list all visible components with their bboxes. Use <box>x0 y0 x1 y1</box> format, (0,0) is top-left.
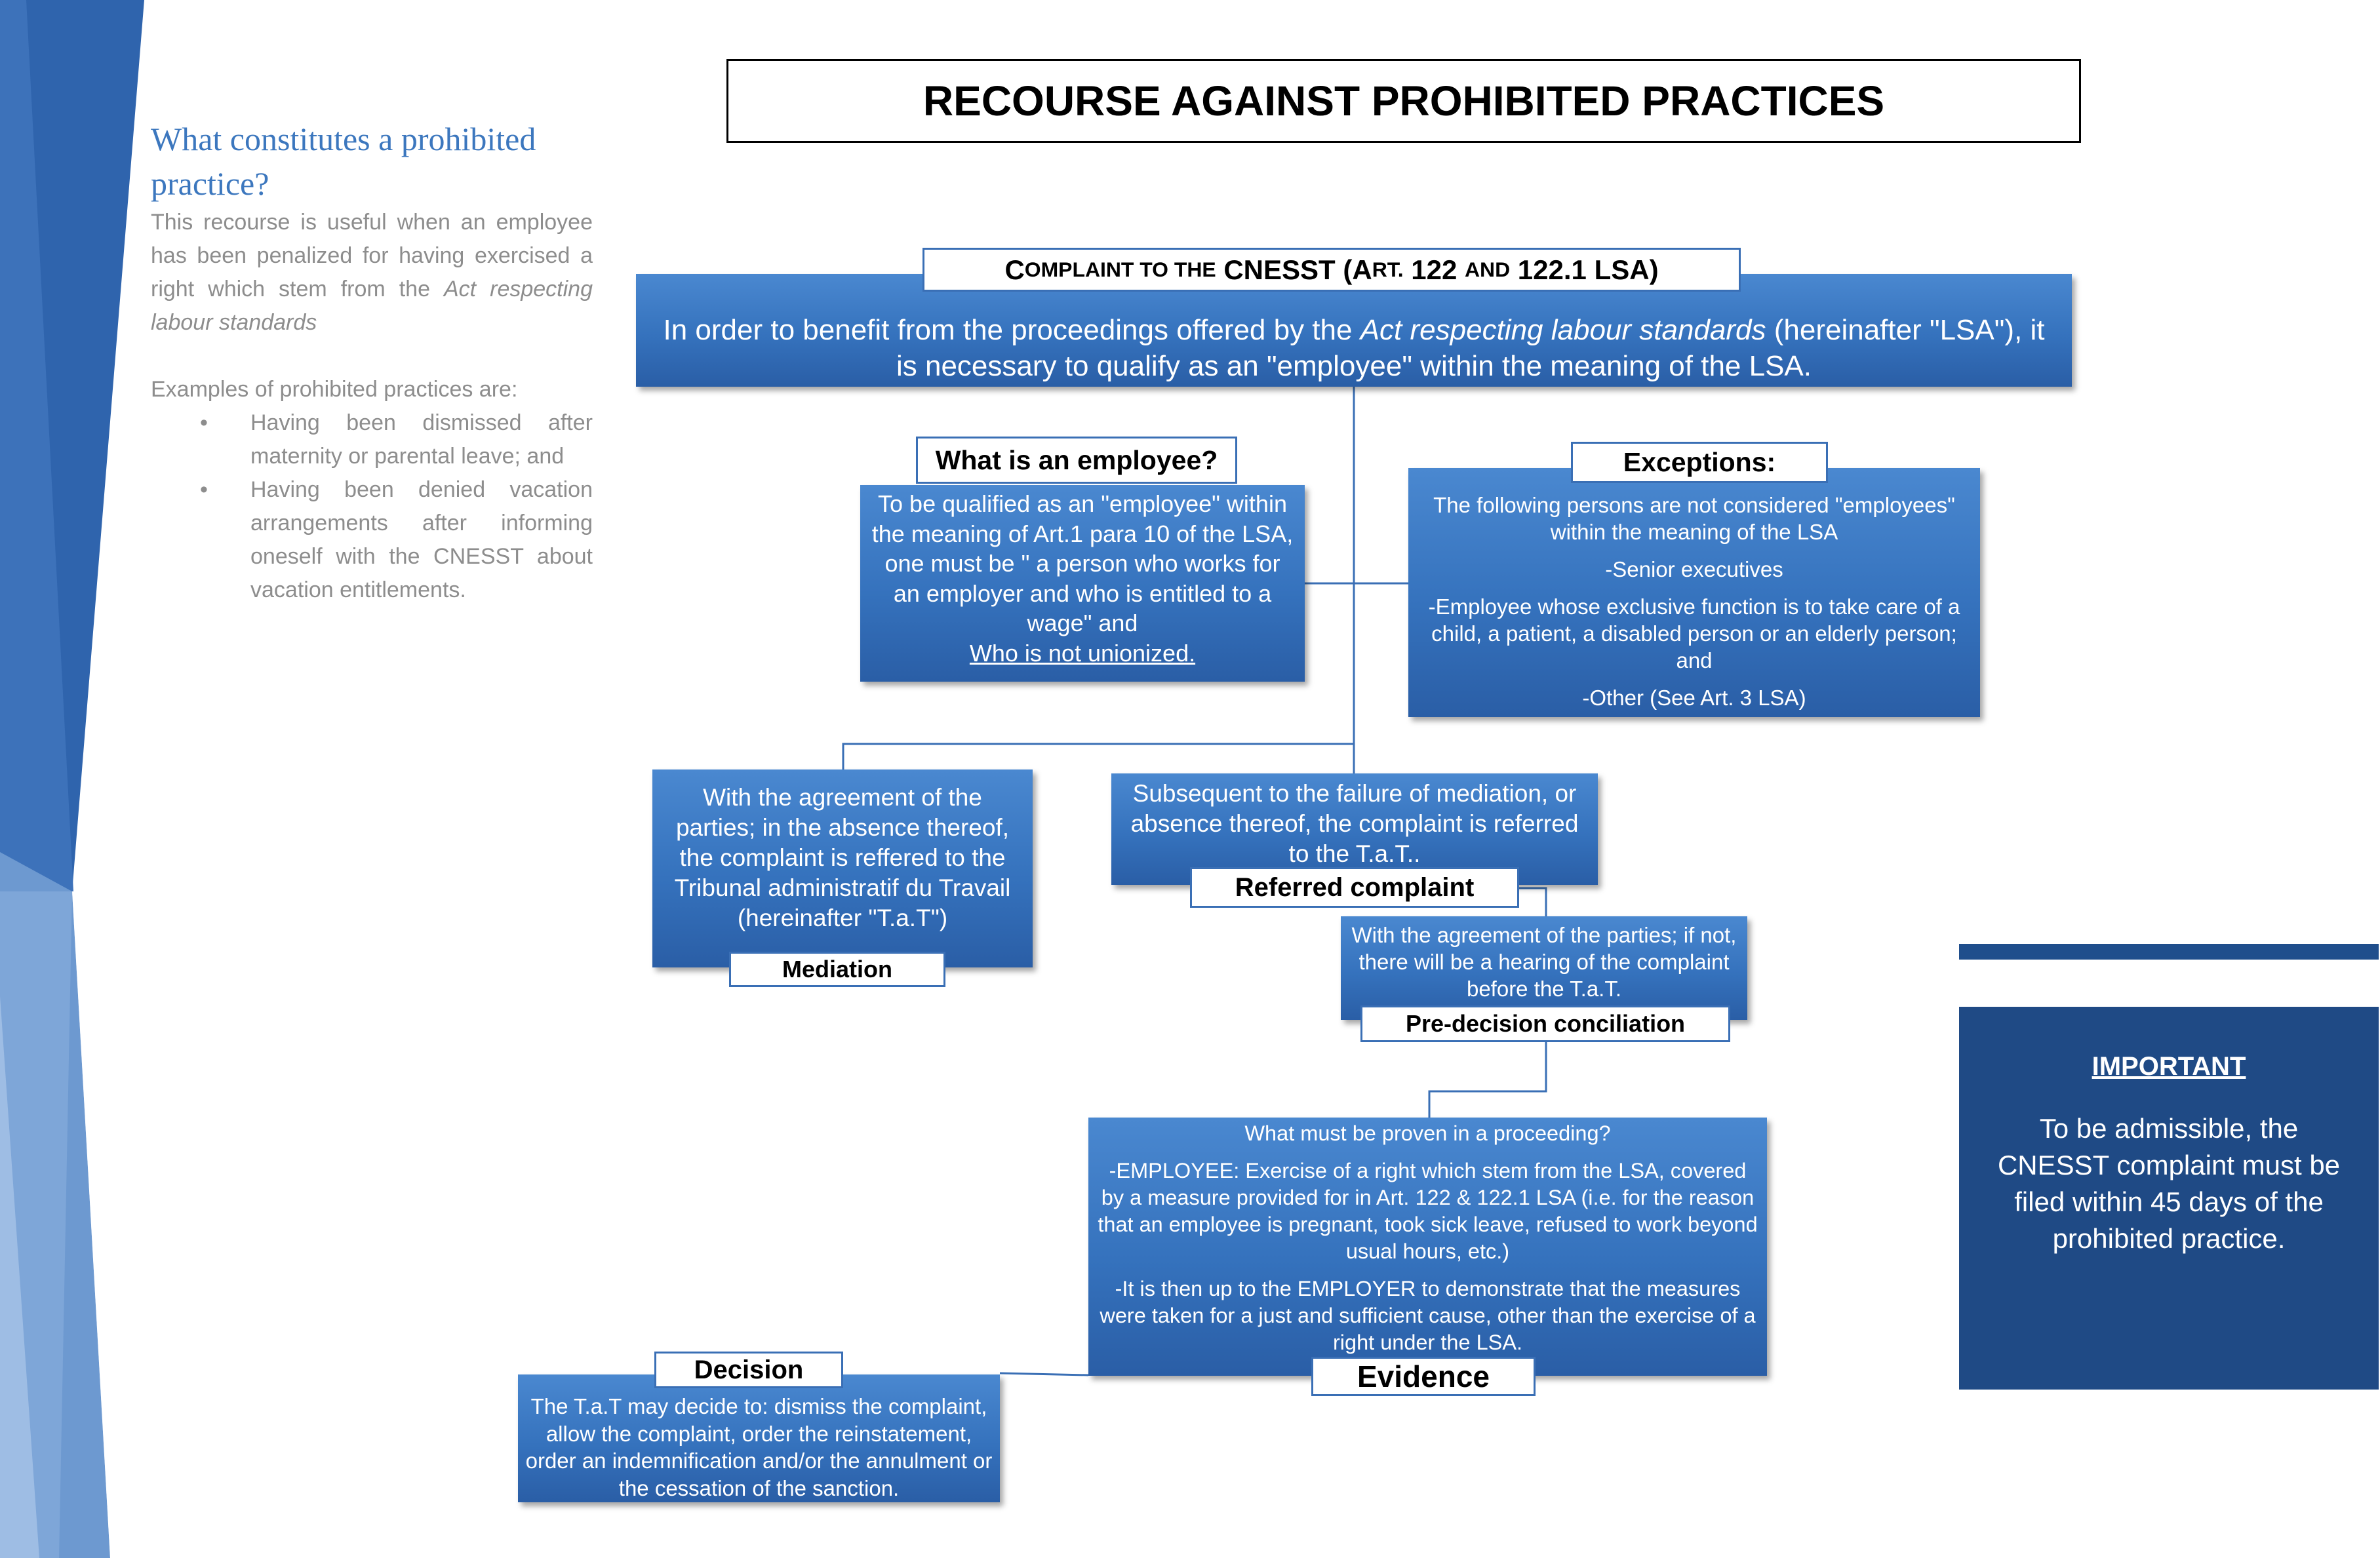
employee-underlined: Who is not unionized. <box>969 639 1196 667</box>
exceptions-box: The following persons are not considered… <box>1408 468 1980 717</box>
mediation-text: With the agreement of the parties; in th… <box>674 784 1011 931</box>
exceptions-p1: The following persons are not considered… <box>1433 493 1955 544</box>
sidebar: What constitutes a prohibited practice? … <box>151 117 593 607</box>
bullet-icon: • <box>200 477 208 502</box>
complaint-label-small2: RT. <box>1372 258 1404 281</box>
important-box: IMPORTANT To be admissible, the CNESST c… <box>1959 1007 2379 1390</box>
employee-text: To be qualified as an "employee" within … <box>871 490 1294 636</box>
predecision-text: With the agreement of the parties; if no… <box>1351 923 1737 1001</box>
sidebar-heading: What constitutes a prohibited practice? <box>151 121 536 202</box>
complaint-label-small3: AND <box>1464 258 1511 281</box>
decision-text: The T.a.T may decide to: dismiss the com… <box>525 1394 993 1500</box>
complaint-label-cnesst: CNESST (A <box>1223 254 1372 285</box>
important-text: To be admissible, the CNESST complaint m… <box>1997 1113 2341 1254</box>
sidebar-examples-title: Examples of prohibited practices are: <box>151 377 518 402</box>
important-heading: IMPORTANT <box>2092 1052 2246 1081</box>
exceptions-p2: -Senior executives <box>1605 557 1783 581</box>
evidence-label: Evidence <box>1311 1357 1536 1396</box>
referred-label: Referred complaint <box>1190 867 1519 908</box>
list-item: • Having been denied vacation arrangement… <box>151 473 593 607</box>
complaint-text-after: (hereinafter "LSA"), it is necessary to … <box>896 314 2045 382</box>
list-item-text: Having been denied vacation arrangements… <box>250 477 593 602</box>
employee-box: To be qualified as an "employee" within … <box>860 485 1305 682</box>
complaint-label-small1: OMPLAINT TO THE <box>1024 258 1216 281</box>
evidence-box: What must be proven in a proceeding? -EM… <box>1088 1118 1767 1376</box>
list-item-text: Having been dismissed after maternity or… <box>250 410 593 469</box>
sidebar-intro-act: Act respecting labour standards <box>151 277 593 335</box>
predecision-box: With the agreement of the parties; if no… <box>1341 916 1747 1020</box>
complaint-label-122: 122 <box>1411 254 1458 285</box>
bullet-icon: • <box>200 410 208 435</box>
referred-text: Subsequent to the failure of mediation, … <box>1130 780 1579 867</box>
complaint-label-end: 122.1 LSA) <box>1517 254 1659 285</box>
list-item: • Having been dismissed after maternity o… <box>151 406 593 473</box>
evidence-p3: -It is then up to the EMPLOYER to demons… <box>1100 1277 1756 1354</box>
page-title: RECOURSE AGAINST PROHIBITED PRACTICES <box>726 59 2081 143</box>
sidebar-intro-text: This recourse is useful when an employee… <box>151 210 593 302</box>
decision-label: Decision <box>654 1352 843 1388</box>
sidebar-examples-list: • Having been dismissed after maternity o… <box>151 406 593 607</box>
important-top-bar <box>1959 944 2379 960</box>
complaint-text-before: In order to benefit from the proceedings… <box>663 314 1353 346</box>
complaint-text-act: Act respecting labour standards <box>1360 314 1766 346</box>
mediation-box: With the agreement of the parties; in th… <box>652 769 1033 967</box>
evidence-p1: What must be proven in a proceeding? <box>1244 1121 1611 1145</box>
sidebar-intro: This recourse is useful when an employee… <box>151 206 593 340</box>
decision-box: The T.a.T may decide to: dismiss the com… <box>518 1374 1000 1502</box>
exceptions-p3: -Employee whose exclusive function is to… <box>1428 594 1960 672</box>
exceptions-label: Exceptions: <box>1571 442 1828 483</box>
mediation-label: Mediation <box>729 952 945 987</box>
exceptions-p4: -Other (See Art. 3 LSA) <box>1582 686 1806 710</box>
evidence-p2: -EMPLOYEE: Exercise of a right which ste… <box>1098 1159 1758 1263</box>
predecision-label: Pre-decision conciliation <box>1360 1005 1730 1042</box>
complaint-label-c: C <box>1004 254 1025 285</box>
complaint-box: In order to benefit from the proceedings… <box>636 274 2072 387</box>
referred-box: Subsequent to the failure of mediation, … <box>1111 773 1598 885</box>
employee-label: What is an employee? <box>916 437 1237 484</box>
